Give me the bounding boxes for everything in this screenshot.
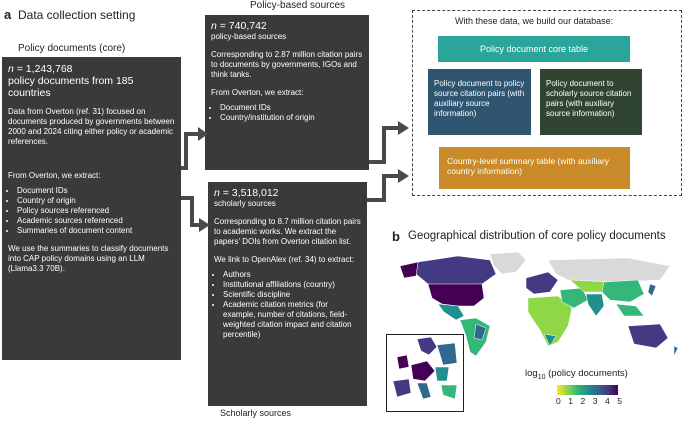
map-region-mexico xyxy=(437,303,465,321)
map-region-south-africa xyxy=(543,333,557,347)
map-region-middle-east xyxy=(559,287,589,309)
map-region-brazil xyxy=(473,323,487,341)
scholarly-count: n = 3,518,012 xyxy=(214,187,279,199)
inset-region-scandinavia xyxy=(416,336,438,356)
policy-count: n = 740,742 xyxy=(211,20,267,32)
scholarly-pairs-label: Policy document to scholarly source cita… xyxy=(546,79,632,118)
inset-region-turkey xyxy=(440,384,458,400)
core-description: Data from Overton (ref. 31) focused on d… xyxy=(8,107,175,146)
country-table-label: Country-level summary table (with auxili… xyxy=(447,156,610,176)
inset-region-balkans xyxy=(434,366,450,382)
scholarly-pairs-box: Policy document to scholarly source cita… xyxy=(540,69,642,135)
core-headline: policy documents from 185 countries xyxy=(8,75,134,99)
list-item: Authors xyxy=(223,270,361,280)
list-item: Academic citation metrics (for example, … xyxy=(223,300,361,340)
arrow-policy-to-database xyxy=(369,126,398,164)
policy-sources-box: n = 740,742 policy-based sources Corresp… xyxy=(205,15,369,170)
core-table-label: Policy document core table xyxy=(479,44,589,54)
core-header: Policy documents (core) xyxy=(18,43,126,54)
legend-tick: 5 xyxy=(617,396,622,406)
map-region-russia xyxy=(547,257,671,283)
panel-letter-a: a xyxy=(4,7,12,22)
inset-region-italy xyxy=(416,382,432,400)
list-item: Country of origin xyxy=(17,196,175,206)
database-box xyxy=(412,10,682,196)
core-extract-intro: From Overton, we extract: xyxy=(8,171,101,180)
country-table-box: Country-level summary table (with auxili… xyxy=(439,147,630,189)
scholarly-sources-footer: Scholarly sources xyxy=(220,408,292,418)
world-choropleth-map xyxy=(399,251,679,357)
map-region-usa xyxy=(427,283,485,307)
legend-colorbar xyxy=(557,385,618,395)
arrowhead-scholarly-to-database xyxy=(398,169,409,183)
policy-subtitle: policy-based sources xyxy=(211,32,287,41)
policy-sources-header: Policy-based sources xyxy=(250,0,346,11)
inset-region-iberia xyxy=(392,378,412,398)
map-region-greenland xyxy=(489,251,527,275)
arrowhead-core-to-policy xyxy=(198,127,208,141)
panel-a-title: Data collection setting xyxy=(18,8,136,22)
list-item: Institutional affiliations (country) xyxy=(223,280,361,290)
map-region-japan xyxy=(647,283,657,297)
arrow-core-to-scholarly xyxy=(181,196,200,227)
core-count: n = 1,243,768 xyxy=(8,63,73,75)
scholarly-sources-box: n = 3,518,012 scholarly sources Correspo… xyxy=(208,182,367,406)
map-region-india xyxy=(585,293,605,317)
arrow-scholarly-to-database xyxy=(367,174,398,202)
arrow-core-to-policy xyxy=(181,132,198,170)
legend-ticks: 0 1 2 3 4 5 xyxy=(556,396,622,406)
list-item: Policy sources referenced xyxy=(17,206,175,216)
policy-pairs-label: Policy document to policy source citatio… xyxy=(434,79,525,118)
list-item: Academic sources referenced xyxy=(17,216,175,226)
inset-region-eastern-europe xyxy=(436,342,458,366)
scholarly-description: Corresponding to 8.7 million citation pa… xyxy=(214,217,361,246)
core-extract-list: Document IDs Country of origin Policy so… xyxy=(8,186,175,236)
inset-region-uk xyxy=(396,354,410,370)
core-closing: We use the summaries to classify documen… xyxy=(8,244,169,273)
policy-pairs-box: Policy document to policy source citatio… xyxy=(428,69,531,135)
map-region-southeast-asia xyxy=(615,303,645,317)
legend-tick: 4 xyxy=(605,396,610,406)
legend-tick: 0 xyxy=(556,396,561,406)
policy-extract-intro: From Overton, we extract: xyxy=(211,88,304,97)
map-region-new-zealand xyxy=(673,345,679,357)
panel-letter-b: b xyxy=(392,229,400,244)
arrowhead-core-to-scholarly xyxy=(199,218,210,232)
list-item: Document IDs xyxy=(17,186,175,196)
scholarly-extract-list: Authors Institutional affiliations (coun… xyxy=(214,270,361,340)
list-item: Summaries of document content xyxy=(17,226,175,236)
legend-tick: 3 xyxy=(592,396,598,406)
list-item: Document IDs xyxy=(220,103,363,113)
core-table-box: Policy document core table xyxy=(438,36,630,62)
database-header: With these data, we build our database: xyxy=(455,16,614,26)
core-box: n = 1,243,768 policy documents from 185 … xyxy=(2,57,181,360)
europe-inset-map xyxy=(392,336,458,400)
map-region-europe xyxy=(525,271,559,295)
policy-extract-list: Document IDs Country/institution of orig… xyxy=(211,103,363,123)
inset-region-central-europe xyxy=(410,360,436,382)
map-region-alaska xyxy=(399,261,419,279)
list-item: Scientific discipline xyxy=(223,290,361,300)
map-region-china xyxy=(601,279,645,303)
map-region-canada xyxy=(415,255,497,287)
legend-tick: 1 xyxy=(568,396,573,406)
legend-tick: 2 xyxy=(580,396,586,406)
policy-description: Corresponding to 2.87 million citation p… xyxy=(211,50,363,79)
panel-b-title: Geographical distribution of core policy… xyxy=(408,230,666,242)
scholarly-subtitle: scholarly sources xyxy=(214,199,276,208)
list-item: Country/institution of origin xyxy=(220,113,363,123)
map-region-australia xyxy=(627,323,669,349)
legend-title: log10 (policy documents) xyxy=(525,368,628,381)
arrowhead-policy-to-database xyxy=(398,121,409,135)
scholarly-link-intro: We link to OpenAlex (ref. 34) to extract… xyxy=(214,255,354,264)
